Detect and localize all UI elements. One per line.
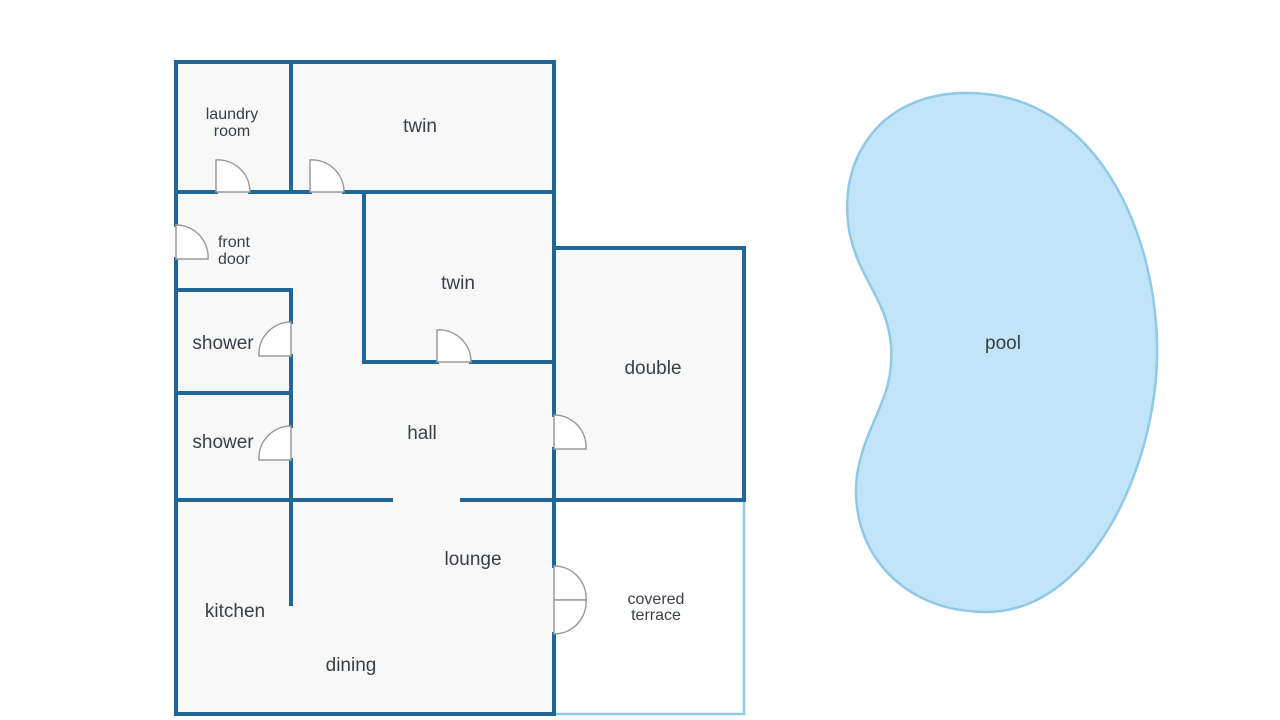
label-terrace-line2: terrace [631,607,681,624]
label-twin-middle: twin [441,273,475,294]
double-room-floor [554,248,744,500]
label-kitchen: kitchen [205,601,265,622]
label-hall: hall [407,423,437,444]
floor-areas [176,62,744,714]
door-twin-top [309,159,345,193]
room-labels: laundry room twin front door twin double… [192,106,1021,676]
door-front [175,224,209,260]
label-laundry-line1: laundry [206,106,258,123]
door-twin-middle [436,329,472,363]
label-double: double [624,358,681,379]
label-pool: pool [985,333,1021,354]
label-lounge: lounge [444,549,501,570]
door-terrace-upper [553,565,587,601]
door-shower-upper [258,321,292,357]
label-front-door-line2: door [218,251,251,268]
label-twin-top: twin [403,116,437,137]
label-laundry-line2: room [214,123,250,140]
label-shower-lower: shower [192,432,254,453]
door-terrace-lower [553,599,587,635]
doors [175,159,587,635]
label-terrace-line1: covered [628,591,685,608]
label-shower-upper: shower [192,333,254,354]
label-dining: dining [326,655,377,676]
door-laundry [215,159,251,193]
label-front-door-line1: front [218,234,251,251]
pool-shape [845,91,1159,614]
door-double [553,414,587,450]
door-shower-lower [258,425,292,461]
walls [174,60,746,716]
covered-terrace-outline [554,500,746,716]
